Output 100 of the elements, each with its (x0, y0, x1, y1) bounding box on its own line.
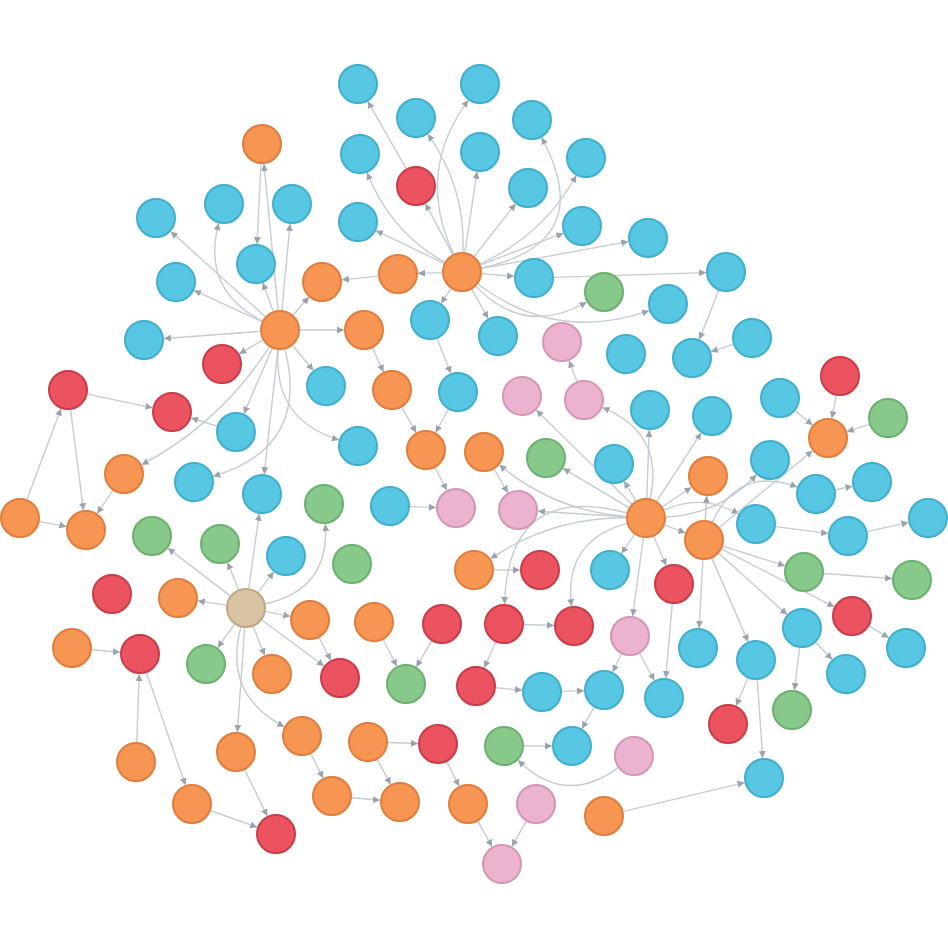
graph-node (684, 520, 724, 560)
arrow (366, 171, 446, 263)
graph-node (564, 380, 604, 420)
arrow (167, 547, 231, 597)
arrow (281, 223, 293, 311)
graph-node (320, 658, 360, 698)
arrow (846, 423, 870, 433)
graph-node (290, 600, 330, 640)
arrow (427, 133, 464, 253)
graph-node (584, 796, 624, 836)
graph-node (562, 206, 602, 246)
graph-node (242, 124, 282, 164)
graph-node (744, 758, 784, 798)
arrow (253, 163, 262, 245)
arrow (794, 410, 814, 426)
arrow (696, 559, 704, 629)
graph-node (498, 490, 538, 530)
graph-node (760, 378, 800, 418)
graph-node (396, 98, 436, 138)
arrow (244, 769, 268, 817)
graph-node (204, 184, 244, 224)
arrow (424, 202, 454, 256)
arrow (711, 480, 798, 523)
graph-node (124, 320, 164, 360)
graph-node (202, 344, 242, 384)
arrow (481, 272, 515, 280)
arrow (662, 603, 673, 679)
graph-node (272, 184, 312, 224)
graph-node (282, 716, 322, 756)
graph-node (736, 640, 776, 680)
arrow (236, 626, 285, 728)
graph-node (386, 664, 426, 704)
arrow (243, 347, 273, 415)
graph-node (606, 334, 646, 374)
graph-node (692, 396, 732, 436)
arrow (735, 677, 749, 707)
graph-node (584, 670, 624, 710)
graph-node (820, 356, 860, 396)
graph-node (892, 560, 932, 600)
arrow (535, 409, 633, 505)
arrow (475, 285, 588, 318)
graph-node (512, 100, 552, 140)
graph-node (484, 604, 524, 644)
graph-node (886, 628, 926, 668)
arrow (718, 552, 788, 616)
graph-node (266, 536, 306, 576)
arrow (493, 566, 521, 574)
arrow (436, 337, 452, 375)
arrow (611, 653, 623, 673)
arrow (479, 174, 577, 265)
arrow (261, 349, 279, 475)
arrow (226, 561, 240, 591)
arrow (661, 486, 693, 508)
arrow (387, 739, 419, 747)
graph-node (454, 550, 494, 590)
graph-node (338, 202, 378, 242)
graph-node (302, 262, 342, 302)
arrow (718, 450, 814, 528)
arrow (39, 520, 67, 529)
graph-node (344, 310, 384, 350)
graph-node (174, 462, 214, 502)
graph-node (464, 432, 504, 472)
graph-node (418, 724, 458, 764)
graph-node (554, 606, 594, 646)
arrow (710, 343, 734, 353)
arrow (417, 269, 443, 277)
graph-node (584, 272, 624, 312)
graph-node (136, 198, 176, 238)
graph-node (828, 516, 868, 556)
arrow (623, 480, 637, 502)
arrow (464, 171, 480, 253)
graph-node (236, 244, 276, 284)
graph-node (104, 454, 144, 494)
graph-node (868, 398, 908, 438)
graph-node (826, 654, 866, 694)
graph-node (736, 504, 776, 544)
graph-node (312, 776, 352, 816)
arrow (480, 239, 630, 270)
arrow (477, 283, 650, 323)
graph-node (406, 430, 446, 470)
graph-node (436, 488, 476, 528)
arrow (292, 344, 314, 372)
graph-node (772, 690, 812, 730)
arrow (446, 761, 460, 787)
arrow (434, 408, 450, 434)
arrow (299, 326, 345, 334)
arrow (477, 820, 493, 848)
arrow (210, 810, 258, 829)
arrow (140, 346, 270, 466)
arrow (96, 489, 114, 515)
graph-node (594, 444, 634, 484)
arrow (375, 229, 445, 265)
graph-node (48, 370, 88, 410)
arrow (257, 571, 275, 593)
graph-node (156, 262, 196, 302)
arrow (562, 467, 630, 509)
arrow (568, 360, 578, 382)
graph-node (422, 604, 462, 644)
graph-node (808, 418, 848, 458)
arrow (238, 339, 264, 355)
